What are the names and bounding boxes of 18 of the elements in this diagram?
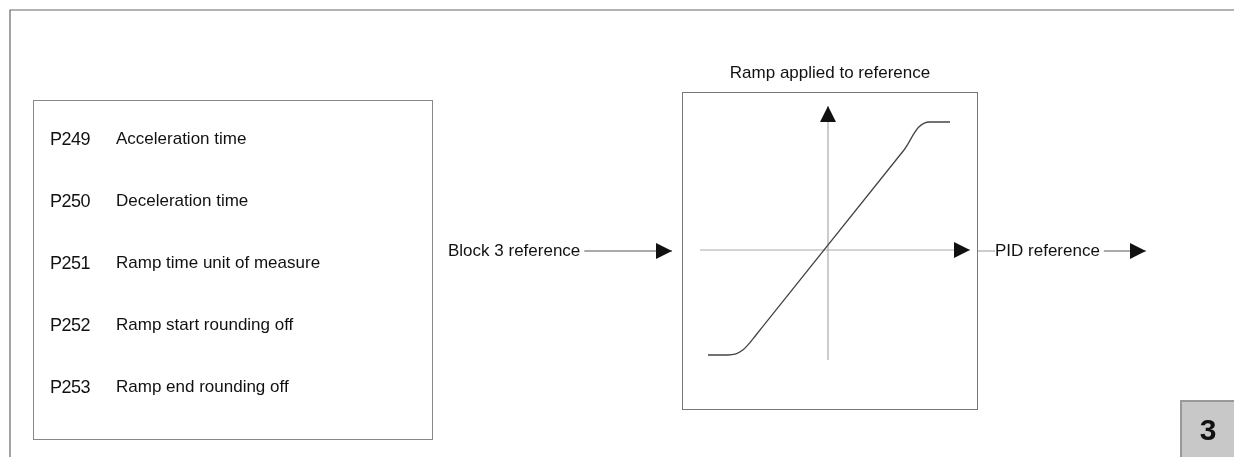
parameter-name: Acceleration time xyxy=(116,129,247,149)
parameter-code: P250 xyxy=(50,191,91,211)
parameter-code: P251 xyxy=(50,253,91,273)
parameter-code: P252 xyxy=(50,315,91,335)
connector-line xyxy=(977,250,996,252)
parameter-code: P253 xyxy=(50,377,91,397)
graph-title: Ramp applied to reference xyxy=(728,63,932,83)
parameter-name: Ramp end rounding off xyxy=(116,377,289,397)
arrow xyxy=(1103,243,1147,259)
arrow xyxy=(583,243,673,259)
parameter-box xyxy=(33,100,433,440)
page-number-tab: 3 xyxy=(1180,400,1234,457)
signal-label: Block 3 reference xyxy=(448,240,581,262)
signal-label: PID reference xyxy=(995,240,1100,262)
parameter-name: Deceleration time xyxy=(116,191,249,211)
parameter-code: P249 xyxy=(50,129,91,149)
parameter-name: Ramp start rounding off xyxy=(116,315,294,335)
parameter-name: Ramp time unit of measure xyxy=(116,253,321,273)
